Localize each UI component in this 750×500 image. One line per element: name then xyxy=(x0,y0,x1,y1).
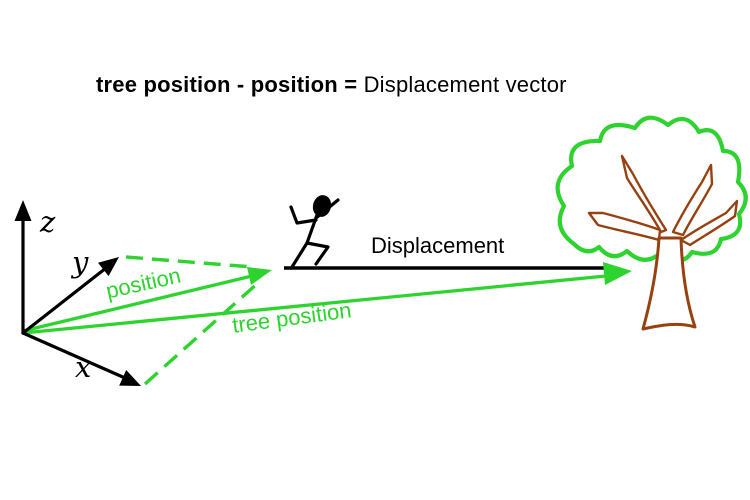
tree-position-vector xyxy=(22,274,607,335)
tree-trunk xyxy=(641,236,697,331)
runner-front-arm xyxy=(289,205,318,225)
equation-title-bold: tree position - position = xyxy=(96,72,364,97)
tree-branch-upper-right xyxy=(671,163,714,237)
displacement-label: Displacement xyxy=(371,233,505,258)
equation-title: tree position - position = Displacement … xyxy=(96,72,567,98)
y-axis-label: y xyxy=(72,245,89,279)
y-axis-line xyxy=(21,266,108,335)
tree-branch-right xyxy=(679,199,739,247)
z-axis-label: z xyxy=(40,205,56,239)
position-vector xyxy=(22,274,253,333)
y-axis-arrowhead xyxy=(98,257,119,277)
tree xyxy=(555,115,748,331)
projection-from-y-dashed xyxy=(125,255,254,269)
x-axis-line xyxy=(21,331,127,380)
runner-front-leg xyxy=(305,241,330,266)
x-axis-label: x xyxy=(75,350,92,384)
x-axis-arrowhead xyxy=(119,370,141,386)
coordinate-axes xyxy=(21,217,127,380)
z-axis-arrowhead xyxy=(14,200,32,221)
equation-title-normal: Displacement vector xyxy=(363,72,567,97)
tree-branch-upper-left xyxy=(620,154,668,234)
runner-back-leg xyxy=(290,241,309,269)
runner-head xyxy=(312,195,332,217)
position-arrowhead xyxy=(247,267,272,285)
tree-branch-left xyxy=(587,211,662,242)
tree-position-arrowhead xyxy=(603,262,632,285)
